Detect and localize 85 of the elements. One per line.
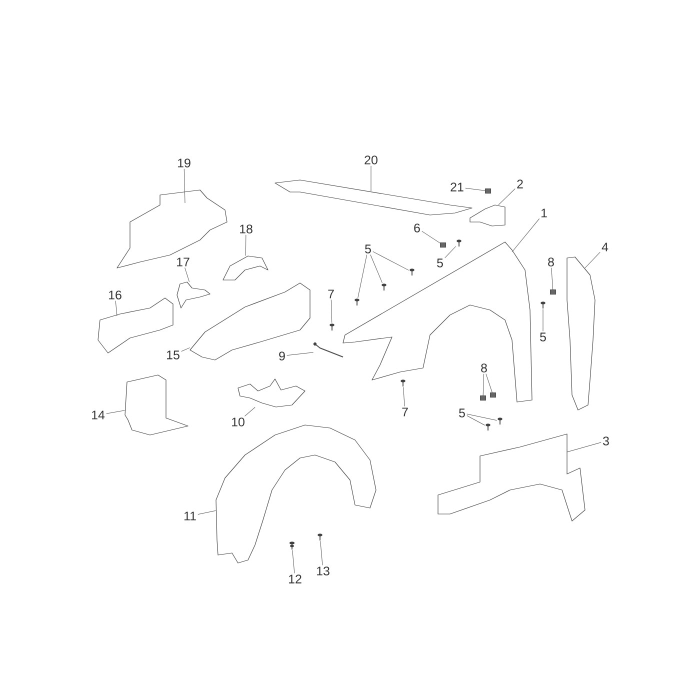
leader-line [465,188,486,191]
screw-drawing [486,424,490,431]
callout-number: 5 [437,258,443,268]
callout-number: 18 [240,224,252,234]
leader-line [286,352,314,356]
callout-number: 12 [289,574,302,584]
leader-line [466,415,486,426]
leader-line [320,540,323,566]
block-drawing [438,434,586,522]
leader-line [482,374,484,396]
callout-number: 1 [542,208,547,218]
callout-number: 17 [177,258,190,266]
callout-number: 2 [517,180,523,188]
leader-line [584,252,600,268]
leader-line [403,386,405,407]
callout-number: 15 [167,350,180,360]
apron-drawing [116,190,228,268]
screw-drawing [330,324,334,331]
leader-line [512,218,540,252]
leader-line [466,414,498,421]
leader-line [106,410,126,414]
screw-drawing [354,298,360,306]
leader-line [566,442,602,452]
callout-number: 5 [459,408,465,418]
rail-drawing [190,282,310,360]
leader-line [444,246,456,258]
screw-drawing [400,380,406,387]
clip-block [550,290,556,294]
leader-line [498,188,516,206]
callout-number: 13 [317,566,330,576]
leader-line [115,300,118,316]
bracket-drawing [176,282,210,308]
leader-line [292,550,295,574]
callout-number: 9 [279,352,285,360]
callout-number: 4 [602,242,608,252]
callout-number: 8 [481,364,487,372]
panel-drawing [124,374,188,436]
callout-number: 5 [540,332,546,342]
bracket-drawing [238,378,306,408]
callout-number: 14 [92,410,105,420]
leader-line [181,347,190,352]
screw-drawing [382,284,386,291]
leader-line [370,166,372,192]
clip-block [485,188,491,194]
callout-number: 11 [184,512,196,520]
clip-block [480,396,486,400]
leader-line [244,406,256,416]
fender-drawing [342,242,532,402]
callout-number: 21 [450,182,464,192]
rod-drawing [313,342,344,358]
callout-number: 7 [328,290,334,298]
callout-number: 20 [364,156,378,164]
leader-line [542,308,544,332]
callout-number: 5 [365,244,371,254]
callout-number: 10 [232,418,244,426]
leader-line [198,510,216,515]
screw-drawing [540,302,546,309]
callout-number: 3 [603,436,609,446]
clip-block [490,392,496,398]
leader-line [184,168,186,204]
leader-line [358,254,368,298]
callout-number: 16 [109,290,122,300]
bracket-drawing [222,256,268,280]
panel-drawing [566,256,596,410]
leader-line [330,299,332,324]
screw-drawing [410,268,414,276]
nut-block [440,242,446,248]
bar-drawing [274,180,472,216]
leader-line [245,234,246,256]
callout-number: 19 [178,158,190,168]
bracket-drawing [470,204,506,226]
leader-line [551,268,554,290]
leader-line [372,251,410,271]
leader-line [486,374,492,393]
callout-number: 6 [414,224,420,232]
liner-drawing [216,424,376,564]
screw-drawing [318,534,322,541]
callout-number: 8 [548,258,554,266]
screw-drawing [456,240,462,247]
leader-line [370,254,382,284]
callout-number: 7 [402,408,408,416]
leader-line [184,267,190,282]
leader-line [422,230,440,244]
pin-drawing [289,542,295,550]
screw-drawing [498,418,502,425]
